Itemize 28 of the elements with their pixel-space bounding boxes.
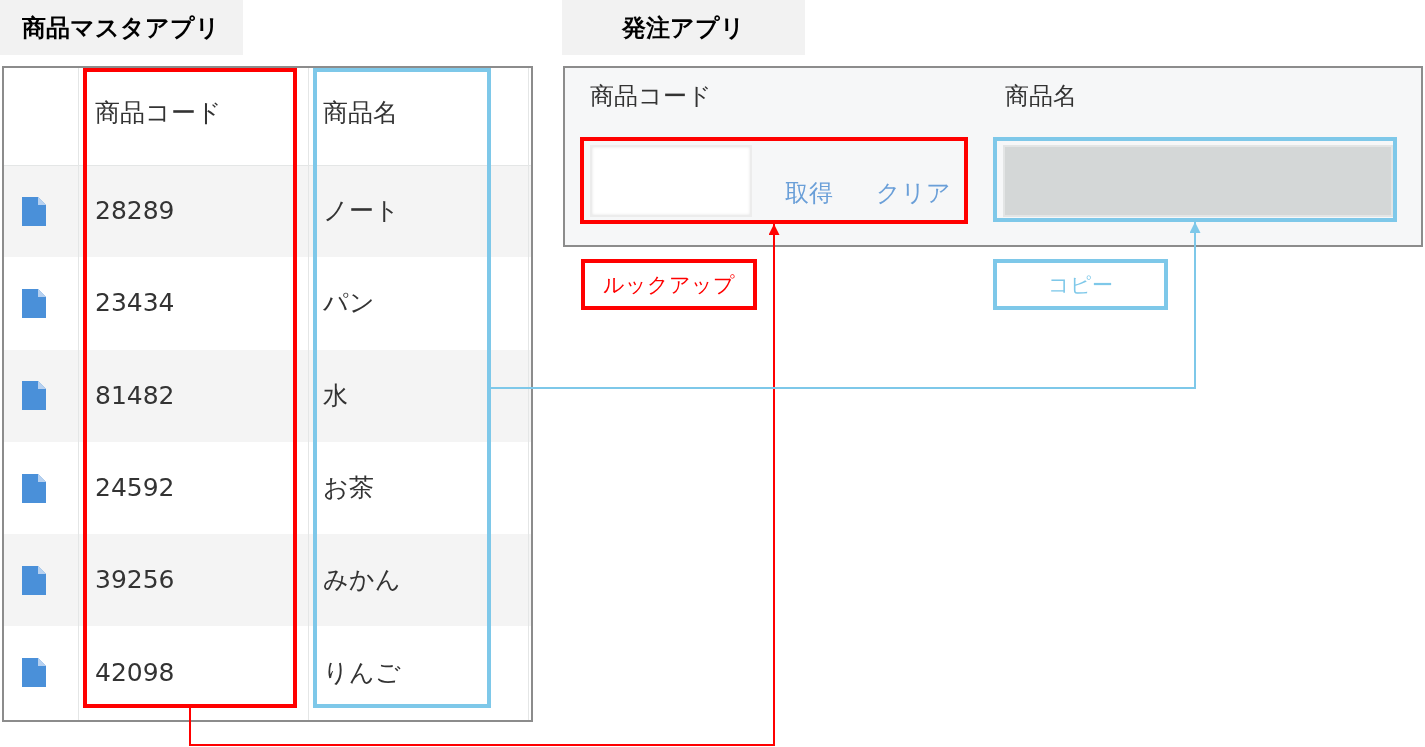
table-cell-text: 39256: [95, 564, 175, 597]
highlighted-column: [83, 68, 297, 708]
annotation-label: コピー: [993, 259, 1168, 310]
fetch-link: 取得: [785, 178, 833, 208]
form-panel: [563, 66, 1423, 247]
data-table: [2, 66, 533, 722]
table-cell-text: お茶: [323, 472, 374, 505]
table-cell-text: 水: [323, 379, 348, 412]
app-title: 商品マスタアプリ: [0, 0, 243, 55]
field-label: 商品名: [1005, 81, 1077, 112]
annotation-label: ルックアップ: [581, 259, 757, 310]
table-cell-text: ノート: [323, 195, 400, 228]
table-cell-text: 81482: [95, 379, 175, 412]
table-cell-text: 42098: [95, 656, 175, 689]
column-header: 商品名: [323, 97, 398, 129]
field-label: 商品コード: [590, 81, 712, 112]
table-cell-text: 24592: [95, 472, 175, 505]
highlighted-column: [313, 68, 491, 708]
app-title: 発注アプリ: [562, 0, 805, 55]
clear-link: クリア: [876, 178, 951, 208]
connector-arrow: [189, 223, 780, 746]
table-cell-text: りんご: [323, 656, 401, 689]
column-header: 商品コード: [95, 97, 222, 129]
table-cell-text: パン: [323, 287, 375, 320]
table-cell-text: 23434: [95, 287, 175, 320]
table-cell-text: 28289: [95, 195, 175, 228]
table-cell-text: みかん: [323, 564, 401, 597]
connector-arrow: [490, 221, 1201, 389]
